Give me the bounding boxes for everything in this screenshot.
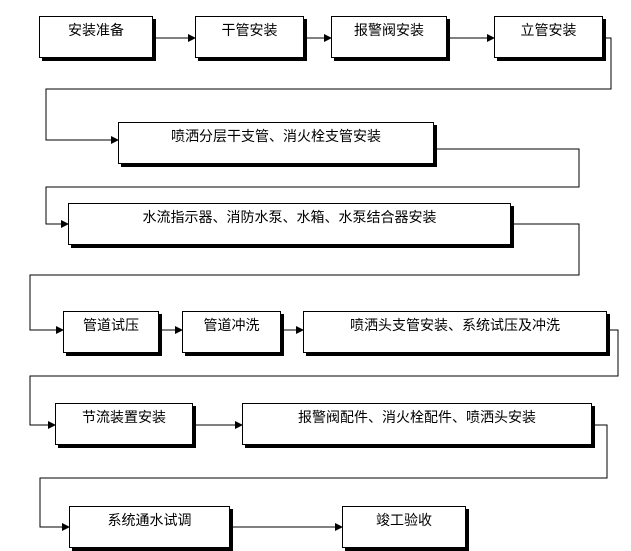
step-completion-acceptance: 竣工验收 [342,506,466,548]
step-riser-install: 立管安装 [494,16,603,58]
step-install-prep: 安装准备 [39,16,153,58]
step-main-pipe-install: 干管安装 [195,16,304,58]
step-alarm-valve-install: 报警阀安装 [331,16,447,58]
step-sprinkler-branch-test-flush: 喷洒头支管安装、系统试压及冲洗 [303,311,607,353]
arrow-6-7 [29,223,580,334]
arrow-4-5 [45,37,612,144]
arrow-5-6 [45,148,580,228]
step-pipe-flushing: 管道冲洗 [182,311,281,353]
step-pipe-pressure-test: 管道试压 [63,311,159,353]
step-fittings-sprinkler-install: 报警阀配件、消火栓配件、喷洒头安装 [242,403,592,445]
step-branch-pipe-install: 喷洒分层干支管、消火栓支管安装 [118,122,434,164]
arrow-11-12 [39,424,608,531]
step-flow-indicator-pump-tank-install: 水流指示器、消防水泵、水箱、水泵结合器安装 [68,203,511,245]
step-throttle-device-install: 节流装置安装 [55,403,193,445]
step-system-water-trial: 系统通水试调 [69,506,230,548]
arrow-9-10 [29,329,619,429]
